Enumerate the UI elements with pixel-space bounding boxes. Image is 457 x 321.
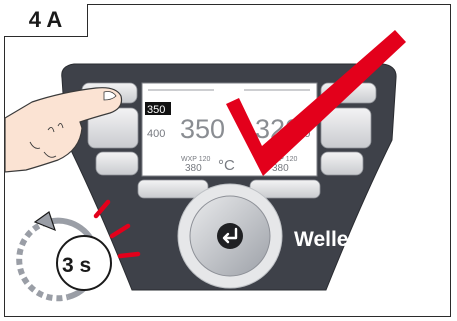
button-right-bottom[interactable] <box>320 151 364 176</box>
finger-hand-icon <box>4 87 123 173</box>
brand-registered-mark: ® <box>366 230 372 238</box>
left-small-value: 400 <box>147 128 165 140</box>
brand-logo: Weller <box>294 228 357 251</box>
preset-highlight <box>145 102 171 115</box>
tool-left-name: WXP 120 <box>181 156 211 163</box>
tool-right-name: WXP 120 <box>268 156 298 163</box>
checkmark-icon <box>226 30 406 176</box>
button-right-middle[interactable] <box>320 107 372 149</box>
tool-right-value: 380 <box>272 163 289 174</box>
timer-cycle-icon <box>16 199 141 302</box>
step-label: 4 A <box>4 4 88 37</box>
enter-icon <box>222 227 238 244</box>
tool-left-value: 380 <box>185 163 202 174</box>
unit-label: °C <box>218 157 235 174</box>
enter-button[interactable] <box>217 223 243 249</box>
hold-time-label: 3 s <box>62 254 91 277</box>
main-temp-left: 350 <box>180 114 225 144</box>
preset-value: 350 <box>147 104 165 116</box>
button-left-bottom[interactable] <box>95 151 139 176</box>
